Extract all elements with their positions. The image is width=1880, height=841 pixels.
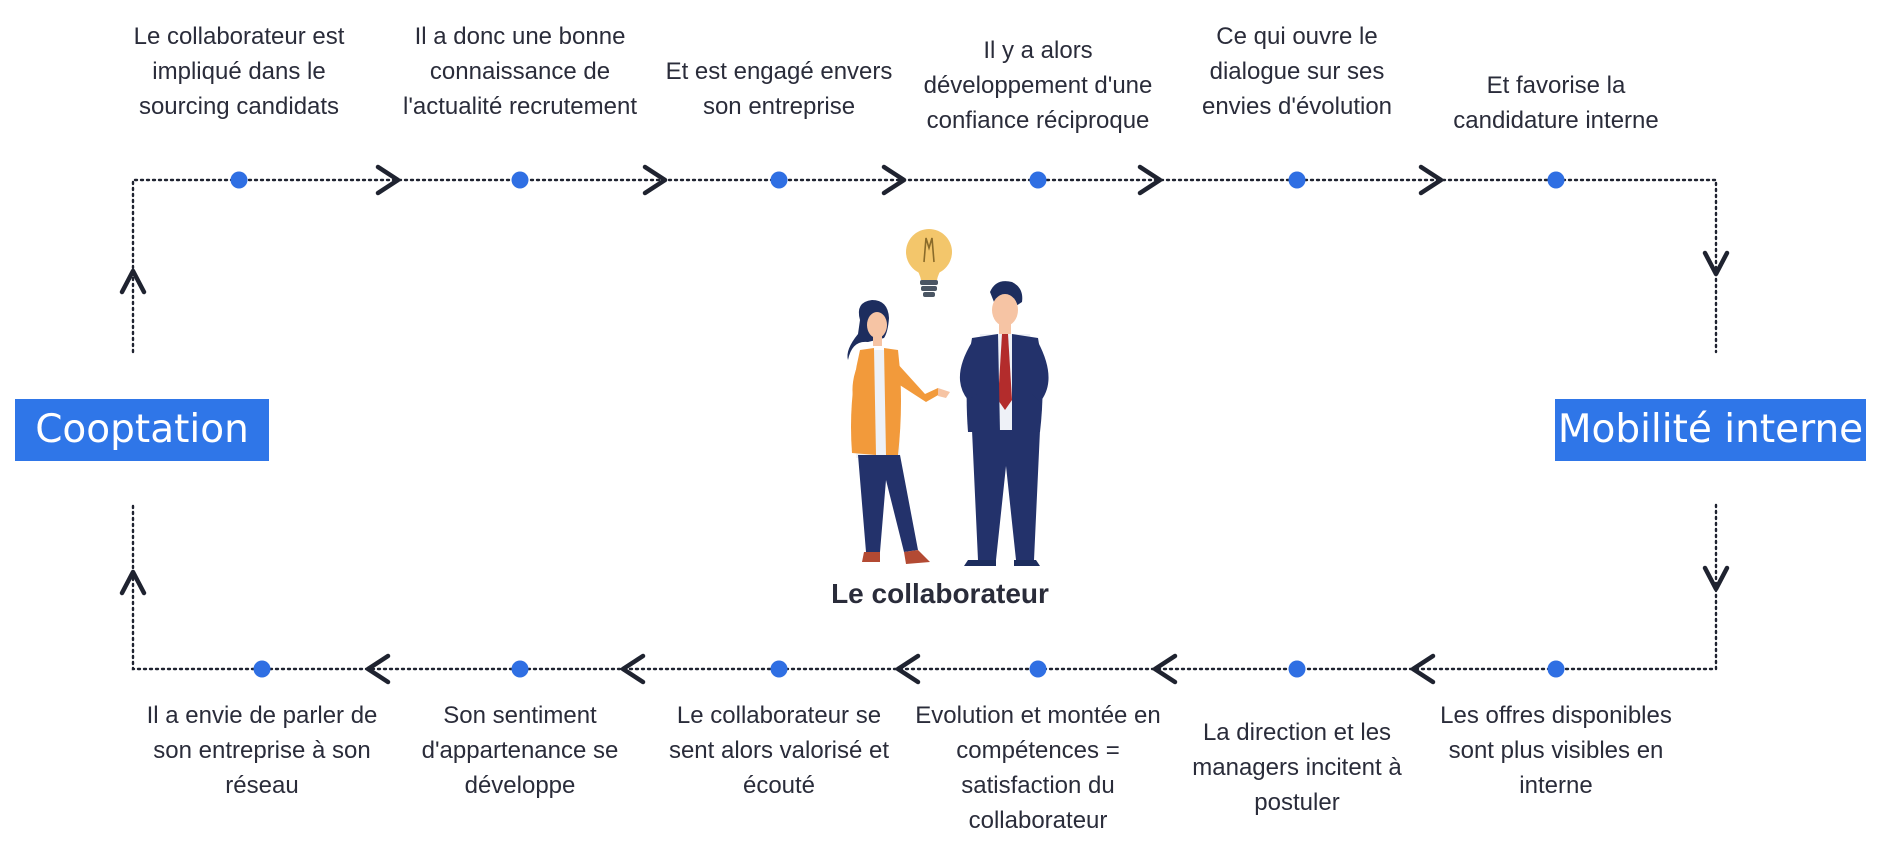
step-node [253,660,271,678]
top-path-line [131,178,1718,354]
step-node [1288,171,1306,189]
chevron-arrow-icon [1152,653,1178,685]
step-bottom-4: Le collaborateur se sent alors valorisé … [668,702,890,799]
lightbulb-icon [906,229,952,297]
step-top-1: Le collaborateur est impliqué dans le so… [133,23,345,120]
mobilite-interne-label: Mobilité interne [1555,399,1866,461]
chevron-arrow-icon [1702,565,1730,592]
step-bottom-2: La direction et les managers incitent à … [1192,719,1402,816]
chevron-arrow-icon [620,653,646,685]
chevron-arrow-icon [119,268,147,295]
chevron-arrow-icon [1702,250,1730,277]
step-node [511,171,529,189]
chevron-arrow-icon [1410,653,1436,685]
man-figure [959,281,1049,566]
chevron-arrow-icon [1418,164,1444,196]
step-node [770,171,788,189]
chevron-arrow-icon [1137,164,1163,196]
step-node [1288,660,1306,678]
center-caption: Le collaborateur [831,578,1049,609]
step-node [1547,171,1565,189]
chevron-arrow-icon [881,164,907,196]
step-top-2: Il a donc une bonne connaissance de l'ac… [402,23,638,120]
chevron-arrow-icon [365,653,391,685]
step-node [1547,660,1565,678]
step-bottom-5: Son sentiment d'appartenance se développ… [421,702,619,799]
step-top-4: Il y a alors développement d'une confian… [923,37,1153,134]
step-top-5: Ce qui ouvre le dialogue sur ses envies … [1201,23,1393,120]
bottom-path-line [131,503,1718,671]
step-node [230,171,248,189]
step-bottom-1: Les offres disponibles sont plus visible… [1440,702,1672,799]
chevron-arrow-icon [375,164,401,196]
step-node [770,660,788,678]
woman-figure [847,300,950,564]
step-node [1029,660,1047,678]
step-top-3: Et est engagé envers son entreprise [665,58,893,120]
two-colleagues-illustration [847,229,1049,566]
step-top-6: Et favorise la candidature interne [1453,72,1659,134]
chevron-arrow-icon [119,569,147,596]
step-bottom-3: Evolution et montée en compétences = sat… [915,702,1161,834]
chevron-arrow-icon [895,653,921,685]
cooptation-label: Cooptation [15,399,269,461]
chevron-arrow-icon [642,164,668,196]
step-node [511,660,529,678]
step-node [1029,171,1047,189]
step-bottom-6: Il a envie de parler de son entreprise à… [146,702,378,799]
